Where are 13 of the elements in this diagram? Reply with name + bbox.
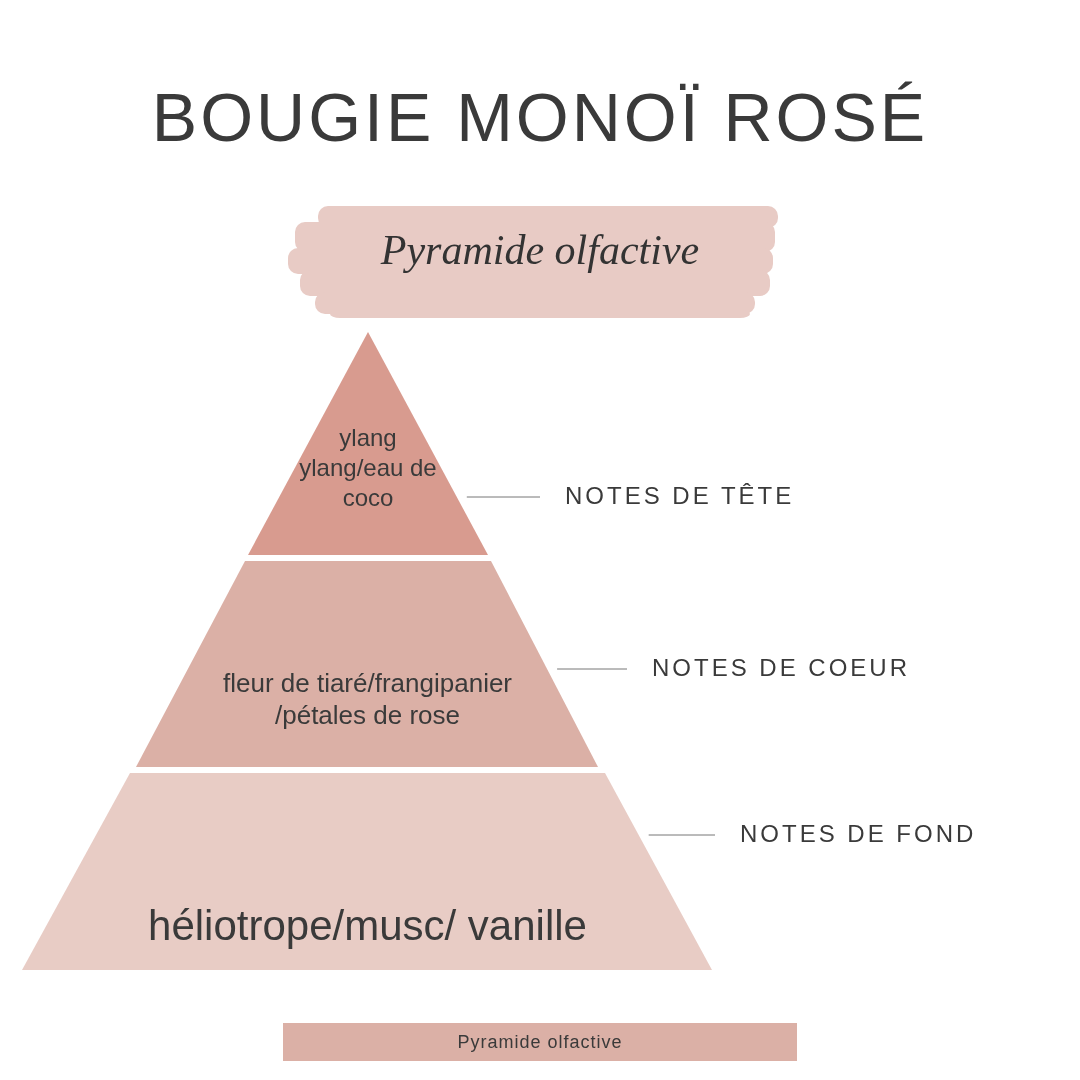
- tier-label: NOTES DE FOND: [740, 820, 977, 848]
- tier-label: NOTES DE TÊTE: [565, 482, 795, 510]
- leader-line: [466, 496, 541, 498]
- leader-line: [648, 834, 716, 836]
- tier-text: fleur de tiaré/frangipanier /pétales de rose: [221, 666, 514, 732]
- tier-text: héliotrope/musc/ vanille: [148, 901, 587, 952]
- leader-line: [556, 668, 628, 670]
- title: BOUGIE MONOÏ ROSÉ: [150, 78, 930, 156]
- tier-text: ylang ylang/eau de coco: [298, 422, 438, 513]
- subtitle: Pyramide olfactive: [379, 226, 701, 274]
- caption-bar: Pyramide olfactive: [283, 1023, 797, 1061]
- tier-label: NOTES DE COEUR: [652, 654, 911, 682]
- pyramid-tier: [20, 773, 715, 970]
